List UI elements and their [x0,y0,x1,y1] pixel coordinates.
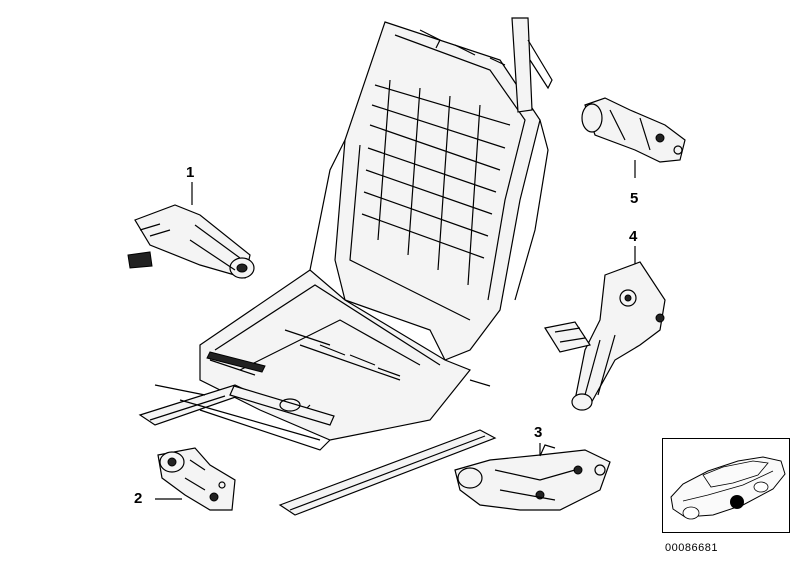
car-icon [670,456,786,520]
motor-icon [127,182,255,279]
seat-backrest [309,17,553,361]
motor-icon [544,246,666,411]
callout-1[interactable]: 1 [186,164,195,181]
motor-icon [155,447,236,511]
motor-icon [454,443,611,511]
callout-2[interactable]: 2 [134,490,143,507]
callout-3[interactable]: 3 [534,424,543,441]
callout-4[interactable]: 4 [629,228,638,245]
part-number: 00086681 [665,542,718,554]
callout-5[interactable]: 5 [630,190,639,207]
car-inset [662,438,790,533]
motor-icon [581,97,686,178]
